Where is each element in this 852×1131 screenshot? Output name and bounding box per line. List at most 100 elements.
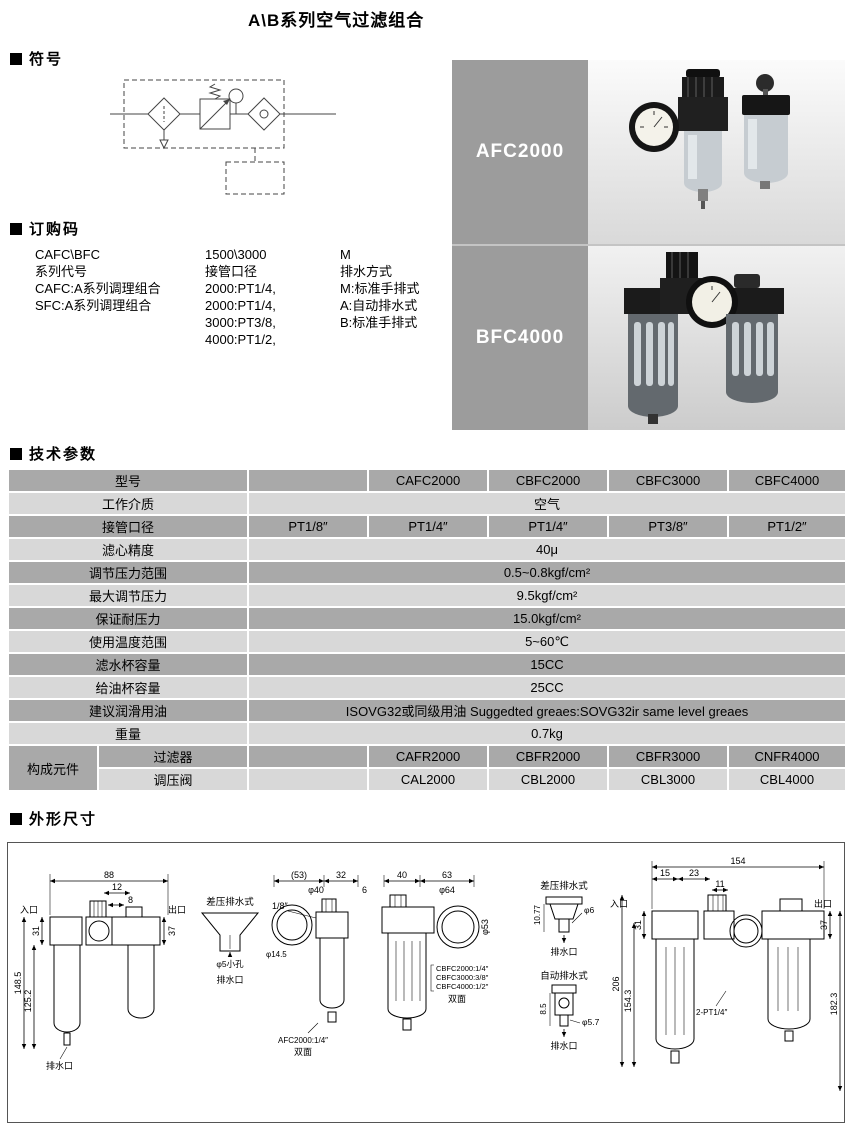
spec-cell [247, 744, 370, 769]
svg-text:排水口: 排水口 [550, 1040, 577, 1051]
svg-text:182.3: 182.3 [829, 993, 839, 1016]
spec-cell: CAFC2000 [367, 468, 490, 493]
svg-text:CBFC3000:3/8″: CBFC3000:3/8″ [436, 973, 489, 982]
svg-text:φ64: φ64 [439, 885, 455, 895]
ordering-col-series: CAFC\BFC 系列代号 CAFC:A系列调理组合 SFC:A系列调理组合 [35, 246, 161, 314]
pneumatic-symbol-svg [110, 79, 336, 195]
svg-text:1/8″: 1/8″ [272, 901, 289, 911]
ordering-line: 4000:PT1/2, [205, 332, 276, 347]
row-group-label: 构成元件 [7, 744, 99, 792]
svg-text:自动排水式: 自动排水式 [540, 970, 588, 982]
diff-drain-detail: 差压排水式 φ5小孔 排水口 [200, 896, 260, 985]
table-row-port-size: 接管口径 PT1/8″ PT1/4″ PT1/4″ PT3/8″ PT1/2″ [6, 514, 848, 539]
spec-cell: 15CC [247, 652, 848, 677]
spec-cell: CBL3000 [607, 767, 730, 792]
svg-text:排水口: 排水口 [46, 1060, 73, 1071]
svg-text:154.3: 154.3 [623, 990, 633, 1013]
ordering-line: 排水方式 [340, 264, 393, 279]
table-row-filter-element: 构成元件 过滤器 CAFR2000 CBFR2000 CBFR3000 CNFR… [7, 744, 848, 792]
spec-cell: CBFC3000 [607, 468, 730, 493]
svg-text:CBFC2000:1/4″: CBFC2000:1/4″ [436, 964, 489, 973]
spec-cell: 25CC [247, 675, 848, 700]
svg-text:37: 37 [819, 920, 829, 930]
front-view-afc2000: 88 12 8 入口 出口 31 148.5 [13, 870, 186, 1071]
spec-cell: PT1/2″ [727, 514, 848, 539]
svg-text:差压排水式: 差压排水式 [206, 896, 254, 908]
spec-cell: 40μ [247, 537, 848, 562]
svg-text:11: 11 [715, 879, 724, 889]
ordering-line: SFC:A系列调理组合 [35, 298, 152, 313]
svg-text:15: 15 [660, 868, 670, 878]
afc2000-image [628, 69, 790, 209]
svg-text:23: 23 [689, 868, 699, 878]
product-panel: AFC2000 [452, 60, 845, 430]
svg-text:φ14.5: φ14.5 [266, 950, 287, 959]
svg-text:入口: 入口 [610, 899, 628, 909]
svg-text:154: 154 [730, 856, 745, 866]
row-label: 过滤器 [96, 744, 250, 769]
row-label: 滤心精度 [6, 537, 250, 562]
svg-text:出口: 出口 [814, 898, 832, 909]
table-row-weight: 重量 0.7kg [6, 721, 848, 746]
row-label: 使用温度范围 [6, 629, 250, 654]
table-row-oil-capacity: 给油杯容量 25CC [6, 675, 848, 700]
spec-cell: PT1/4″ [367, 514, 490, 539]
ordering-line: 系列代号 [35, 264, 88, 279]
ordering-line: 2000:PT1/4, [205, 281, 276, 296]
spec-cell [247, 468, 370, 493]
drain-details: 差压排水式 10.77 φ6 排水口 自动排水式 8.5 φ5.7 [533, 880, 600, 1051]
section-dimensions-label: 外形尺寸 [29, 811, 98, 828]
table-row-bowl-capacity: 滤水杯容量 15CC [6, 652, 848, 677]
ordering-col-drain: M 排水方式 M:标准手排式 A:自动排水式 B:标准手排式 [340, 246, 419, 331]
spec-cell: CAL2000 [367, 767, 490, 792]
spec-cell [247, 767, 370, 792]
section-bullet-icon [10, 812, 22, 825]
svg-text:32: 32 [336, 870, 346, 880]
svg-text:31: 31 [633, 920, 643, 930]
table-row-temperature: 使用温度范围 5~60℃ [6, 629, 848, 654]
svg-text:8.5: 8.5 [539, 1003, 548, 1015]
section-specs-heading: 技术参数 [10, 443, 97, 464]
table-row-filtration: 滤心精度 40μ [6, 537, 848, 562]
row-label: 型号 [6, 468, 250, 493]
ordering-line: 2000:PT1/4, [205, 298, 276, 313]
side-view-afc2000: (53) 32 φ40 6 1/8″ φ14.5 AFC2000:1/4″ 双面 [266, 870, 367, 1057]
ordering-col-size: 1500\3000 接管口径 2000:PT1/4, 2000:PT1/4, 3… [205, 246, 276, 348]
table-row-lubricant: 建议润滑用油 ISOVG32或同级用油 Suggedted greaes:SOV… [6, 698, 848, 723]
svg-text:出口: 出口 [168, 904, 186, 915]
spec-cell: CNFR4000 [727, 744, 848, 769]
row-label: 最大调节压力 [6, 583, 250, 608]
ordering-line: M:标准手排式 [340, 281, 420, 296]
svg-text:31: 31 [31, 926, 41, 936]
table-row-medium: 工作介质 空气 [6, 491, 848, 516]
svg-text:125.2: 125.2 [23, 990, 33, 1013]
svg-text:排水口: 排水口 [550, 946, 577, 957]
svg-text:差压排水式: 差压排水式 [540, 880, 588, 892]
afc2000-photo [588, 60, 845, 244]
svg-text:6: 6 [362, 885, 367, 895]
row-label: 给油杯容量 [6, 675, 250, 700]
spec-cell: CAFR2000 [367, 744, 490, 769]
spec-cell: CBL4000 [727, 767, 848, 792]
product-row-bfc4000: BFC4000 [452, 244, 845, 430]
front-view-bfc4000: 154 15 23 11 入口 出口 31 [610, 856, 843, 1091]
bfc4000-photo [588, 246, 845, 430]
table-row-model: 型号 CAFC2000 CBFC2000 CBFC3000 CBFC4000 [6, 468, 848, 493]
svg-text:8: 8 [128, 895, 133, 905]
svg-text:10.77: 10.77 [533, 904, 542, 925]
ordering-line: B:标准手排式 [340, 315, 418, 330]
section-ordering-label: 订购码 [29, 221, 81, 238]
svg-text:φ6: φ6 [584, 905, 595, 915]
table-row-regulator-element: 调压阀 CAL2000 CBL2000 CBL3000 CBL4000 [8, 767, 848, 792]
spec-cell: 0.7kg [247, 721, 848, 746]
section-bullet-icon [10, 222, 22, 235]
table-row-max-pressure: 最大调节压力 9.5kgf/cm² [6, 583, 848, 608]
spec-cell: PT1/4″ [487, 514, 610, 539]
ordering-line: 3000:PT3/8, [205, 315, 276, 330]
svg-text:88: 88 [104, 870, 114, 880]
svg-text:φ40: φ40 [308, 885, 324, 895]
spec-cell: 空气 [247, 491, 848, 516]
svg-text:2-PT1/4″: 2-PT1/4″ [696, 1008, 727, 1017]
spec-cell: ISOVG32或同级用油 Suggedted greaes:SOVG32ir s… [247, 698, 848, 723]
svg-text:(53): (53) [291, 870, 307, 880]
